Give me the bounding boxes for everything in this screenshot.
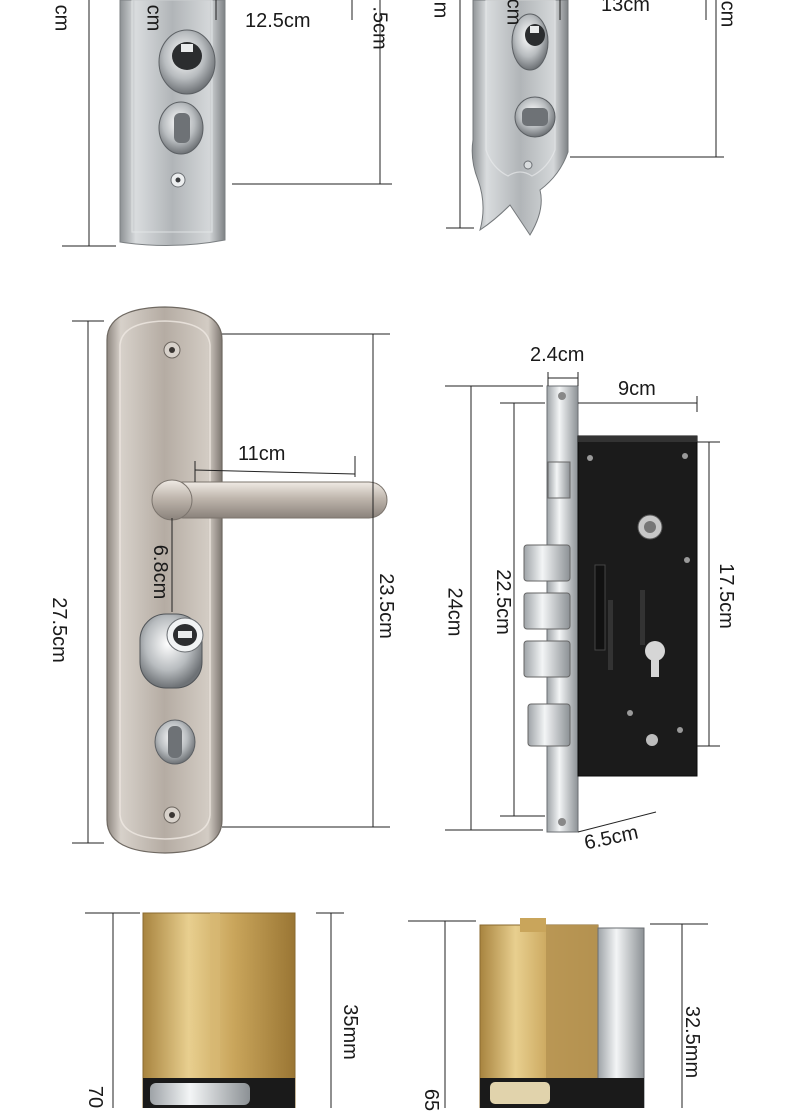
cylinder-left-dimension-lines <box>85 912 344 1108</box>
faceplate-length-label: 24cm <box>443 587 466 637</box>
handle-plate <box>106 306 388 854</box>
cylinder-right <box>479 918 645 1109</box>
bolt-span-label: 22.5cm <box>491 569 514 635</box>
cylinder-right-segment-label: 32.5mm <box>681 1005 704 1079</box>
cylinder-left <box>142 912 296 1109</box>
mortise-dimension-lines <box>445 372 720 833</box>
top-right-inner-label: cm <box>502 0 525 26</box>
body-width-label: 9cm <box>618 378 656 400</box>
top-left-dimension-lines <box>62 0 392 247</box>
top-right-plate <box>471 0 569 236</box>
top-right-right-label: cm <box>716 0 739 28</box>
mortise-lock <box>523 385 698 833</box>
body-height-label: 17.5cm <box>714 563 737 629</box>
cylinder-left-length-label: 70 <box>84 1085 107 1109</box>
handle-total-height-label: 27.5cm <box>47 597 70 663</box>
cylinder-left-segment-label: 35mm <box>338 1004 361 1060</box>
faceplate-width-label: 2.4cm <box>530 344 585 366</box>
top-right-dimension-lines <box>446 0 724 229</box>
top-left-inner-label: cm <box>142 4 165 32</box>
screw-spacing-label: 23.5cm <box>374 573 397 639</box>
handle-plate-dimension-lines <box>72 320 390 844</box>
handle-length-label: 11cm <box>238 443 286 465</box>
handle-to-cylinder-label: 6.8cm <box>149 544 172 600</box>
top-right-spacing-label: 13cm <box>601 0 650 16</box>
top-left-height-label: cm <box>50 4 73 32</box>
top-right-height-label: m <box>429 1 452 19</box>
cylinder-right-dimension-lines <box>408 920 708 1108</box>
top-left-right-label: .5cm <box>368 6 391 50</box>
top-left-plate <box>119 0 226 247</box>
top-left-spacing-label: 12.5cm <box>245 10 311 32</box>
